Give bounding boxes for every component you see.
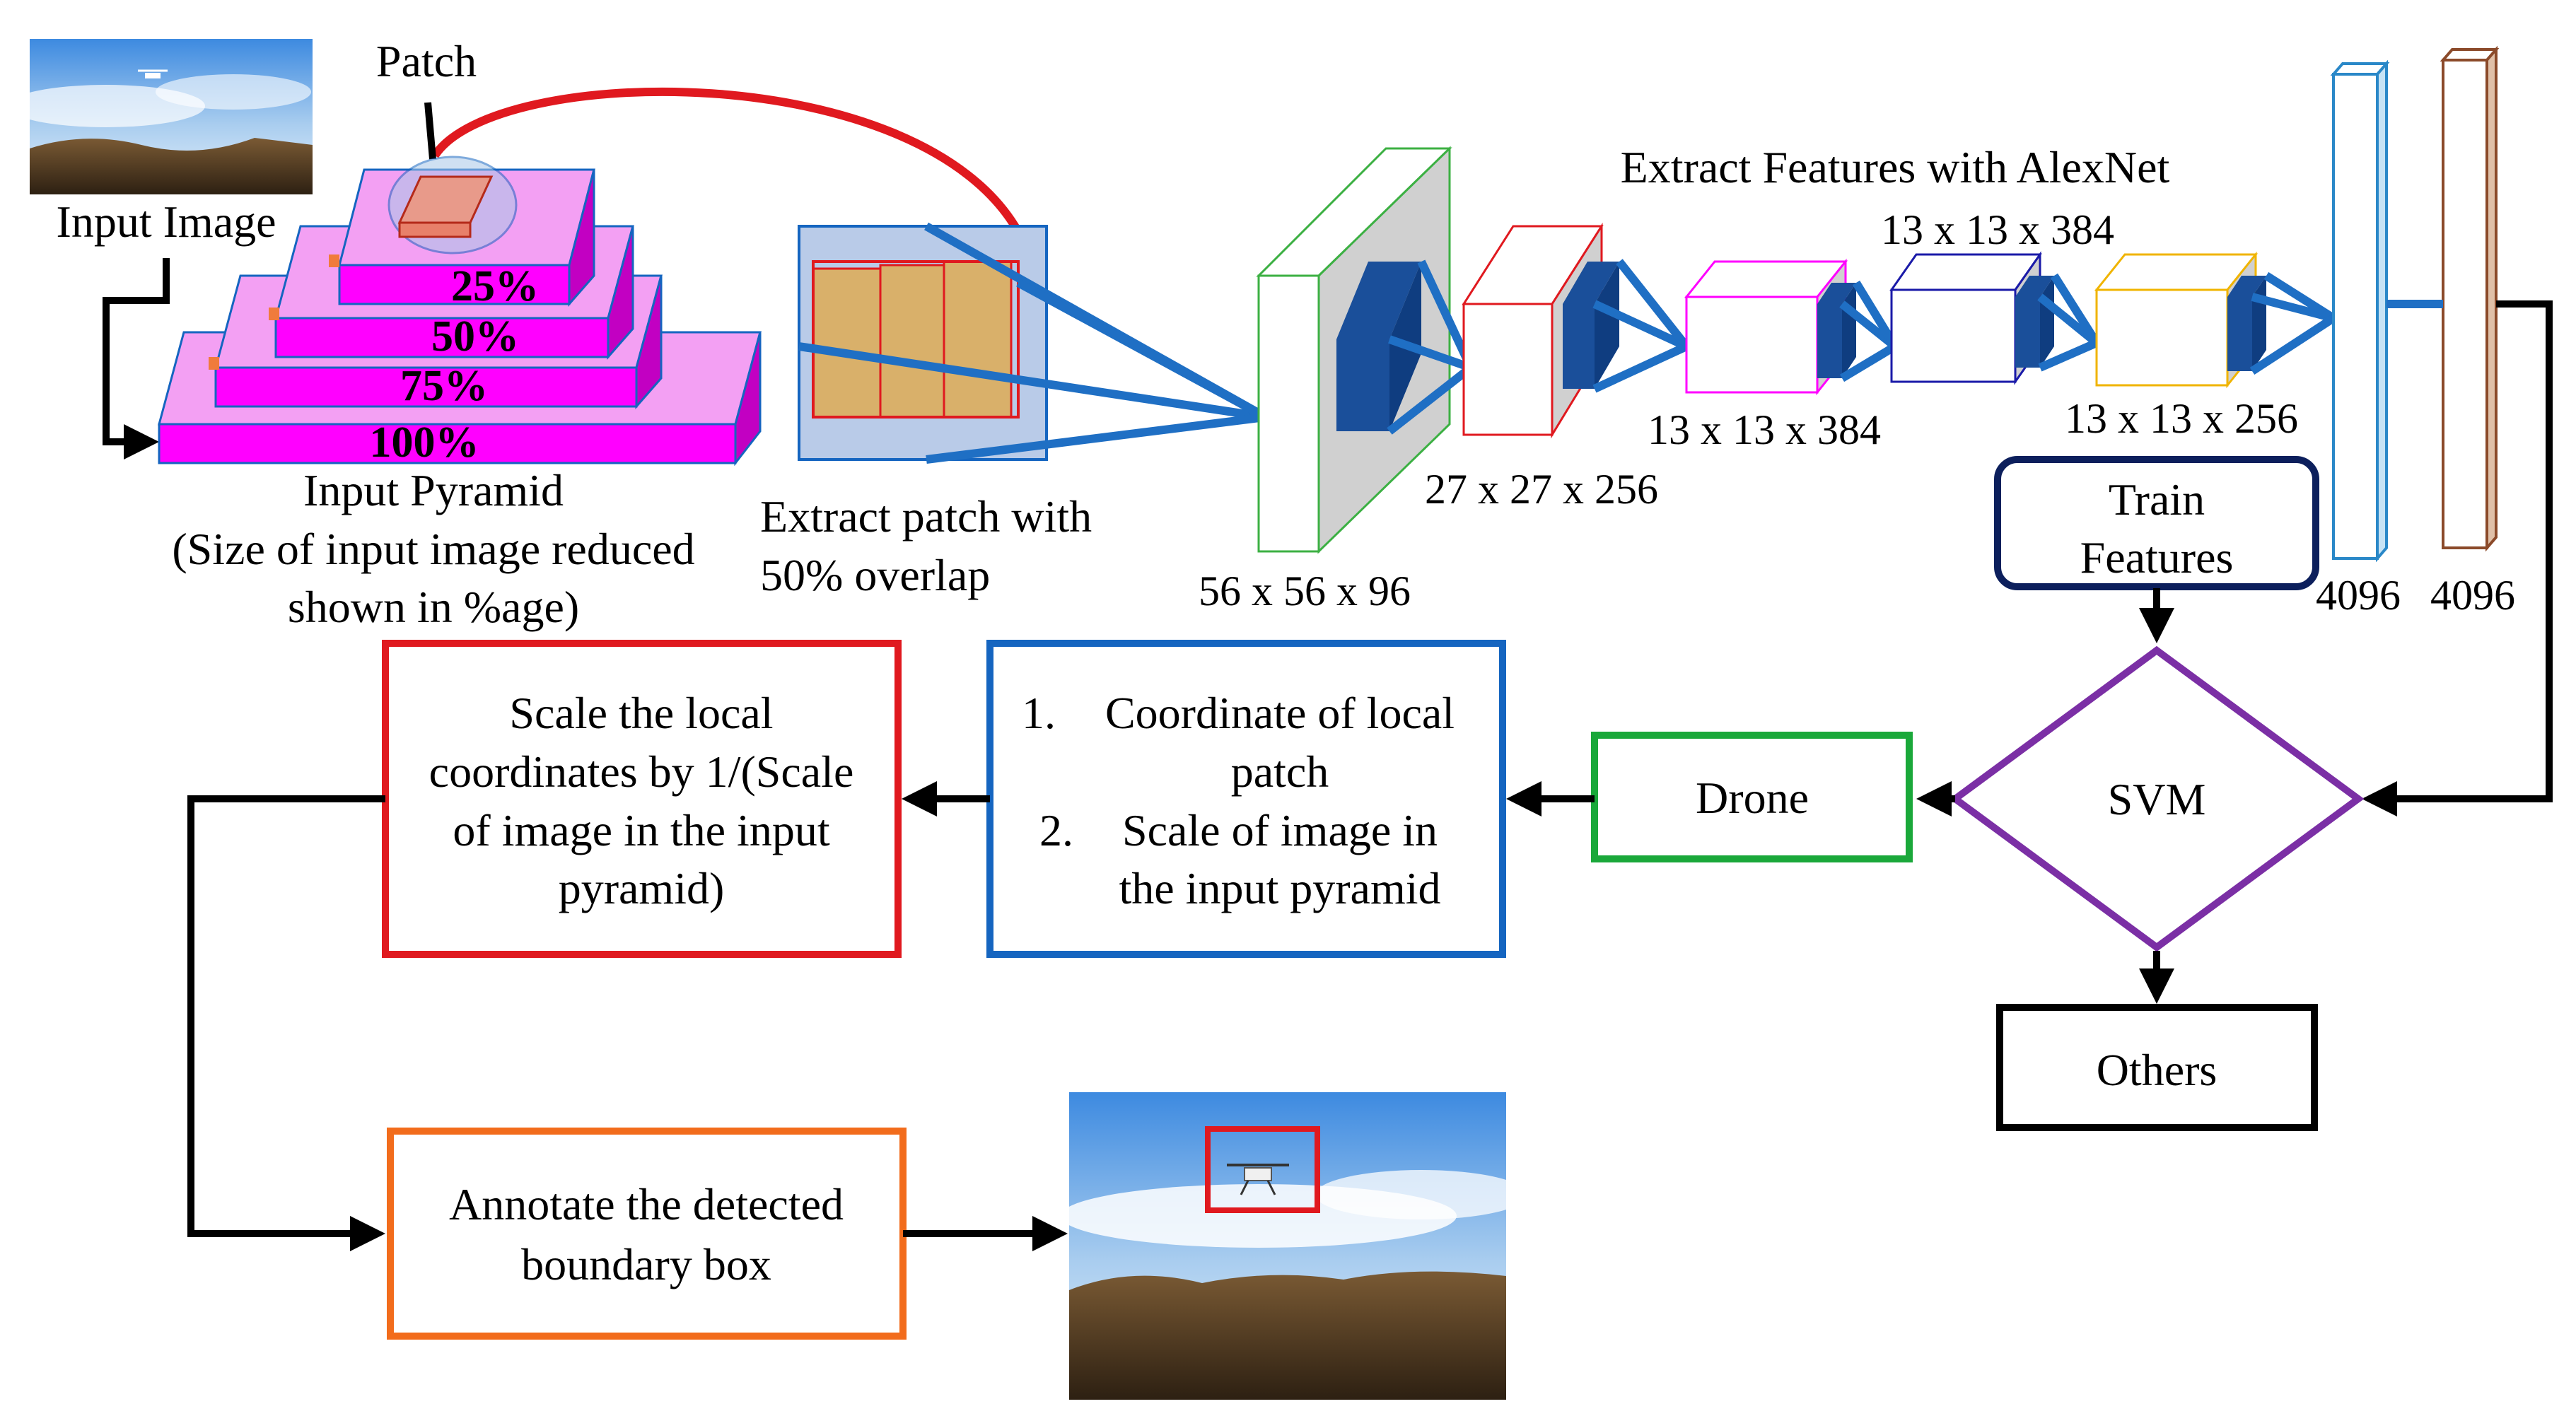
drone-icon-small bbox=[138, 69, 168, 78]
coordinate-item2-line2: the input pyramid bbox=[1119, 863, 1440, 913]
cnn-fan-5 bbox=[2249, 271, 2336, 375]
cnn-layer-1 bbox=[1256, 146, 1452, 554]
pyramid-caption-line1: (Size of input image reduced bbox=[172, 524, 694, 574]
train-features-line1: Train bbox=[2109, 474, 2205, 525]
pyramid-level-50: 50% bbox=[431, 312, 519, 361]
train-features-line2: Features bbox=[2080, 532, 2234, 583]
scale-line2: coordinates by 1/(Scale bbox=[429, 747, 854, 797]
cnn-fan-1 bbox=[1387, 259, 1475, 435]
pyramid-title: Input Pyramid bbox=[303, 465, 564, 515]
fc-layer-2-dims: 4096 bbox=[2430, 572, 2515, 619]
annotate-line1: Annotate the detected bbox=[449, 1179, 844, 1229]
coordinate-item1-number: 1. bbox=[1022, 688, 1056, 738]
input-pyramid bbox=[158, 156, 762, 467]
cnn-layer-5-dims: 13 x 13 x 256 bbox=[2065, 395, 2298, 442]
drone-icon-large bbox=[1227, 1164, 1289, 1195]
extract-patch-line1: Extract patch with bbox=[760, 491, 1092, 542]
pyramid-patch-highlight bbox=[387, 156, 518, 254]
alexnet-title: Extract Features with AlexNet bbox=[1621, 142, 2170, 192]
cnn-fan-3 bbox=[1839, 280, 1899, 382]
cnn-layer-4 bbox=[1889, 251, 2054, 385]
patch-label: Patch bbox=[376, 36, 477, 86]
scale-line4: pyramid) bbox=[559, 863, 725, 913]
input-image-thumbnail bbox=[7, 39, 313, 194]
input-to-pyramid-arrow bbox=[103, 258, 170, 460]
output-image bbox=[1061, 1092, 1527, 1400]
fc-layer-1 bbox=[2330, 59, 2390, 563]
patch-connector-line bbox=[431, 87, 1022, 234]
scale-to-annotate-arrow bbox=[187, 795, 385, 1251]
cnn-layer-2-dims: 27 x 27 x 256 bbox=[1425, 466, 1658, 513]
train-features-box bbox=[1994, 456, 2319, 590]
pyramid-level-100: 100% bbox=[370, 419, 479, 467]
overlap-patch-box bbox=[798, 225, 1048, 461]
cnn-layer-1-dims: 56 x 56 x 96 bbox=[1199, 568, 1411, 614]
coordinate-item2-line1: Scale of image in bbox=[1122, 805, 1438, 855]
cnn-layer-3-dims: 13 x 13 x 384 bbox=[1648, 406, 1881, 453]
annotate-line2: boundary box bbox=[521, 1239, 771, 1289]
cnn-layer-4-dims: 13 x 13 x 384 bbox=[1881, 206, 2114, 253]
fc-layer-2 bbox=[2440, 45, 2500, 552]
patch-to-cnn-lines bbox=[798, 222, 1268, 464]
coordinate-item1-line2: patch bbox=[1231, 747, 1329, 797]
coordinate-box bbox=[986, 640, 1506, 958]
fc-to-svm-arrow bbox=[2362, 300, 2553, 817]
coordinate-item2-number: 2. bbox=[1039, 805, 1073, 855]
cnn-layer-2 bbox=[1462, 222, 1619, 439]
cnn-layer-5 bbox=[2094, 251, 2266, 389]
svm-diamond bbox=[1949, 645, 2365, 952]
input-image-label: Input Image bbox=[57, 197, 276, 247]
others-box bbox=[1996, 1004, 2318, 1131]
scale-line3: of image in the input bbox=[453, 805, 829, 855]
coordinate-item1-line1: Coordinate of local bbox=[1105, 688, 1455, 738]
fc-layer-1-dims: 4096 bbox=[2316, 572, 2401, 619]
detection-bounding-box bbox=[1205, 1126, 1320, 1213]
svm-label: SVM bbox=[2108, 774, 2206, 824]
pyramid-caption-line2: shown in %age) bbox=[288, 582, 579, 632]
pyramid-level-25: 25% bbox=[451, 262, 539, 310]
cnn-fan-4 bbox=[2037, 273, 2101, 372]
drone-label: Drone bbox=[1696, 773, 1809, 823]
annotate-box bbox=[387, 1128, 907, 1340]
drone-box bbox=[1591, 732, 1913, 862]
others-label: Others bbox=[2097, 1045, 2217, 1095]
pyramid-level-75: 75% bbox=[400, 362, 488, 410]
cnn-fan-2 bbox=[1592, 259, 1690, 393]
scale-line1: Scale the local bbox=[509, 688, 773, 738]
extract-patch-line2: 50% overlap bbox=[760, 550, 990, 600]
cnn-layer-3 bbox=[1684, 258, 1856, 396]
